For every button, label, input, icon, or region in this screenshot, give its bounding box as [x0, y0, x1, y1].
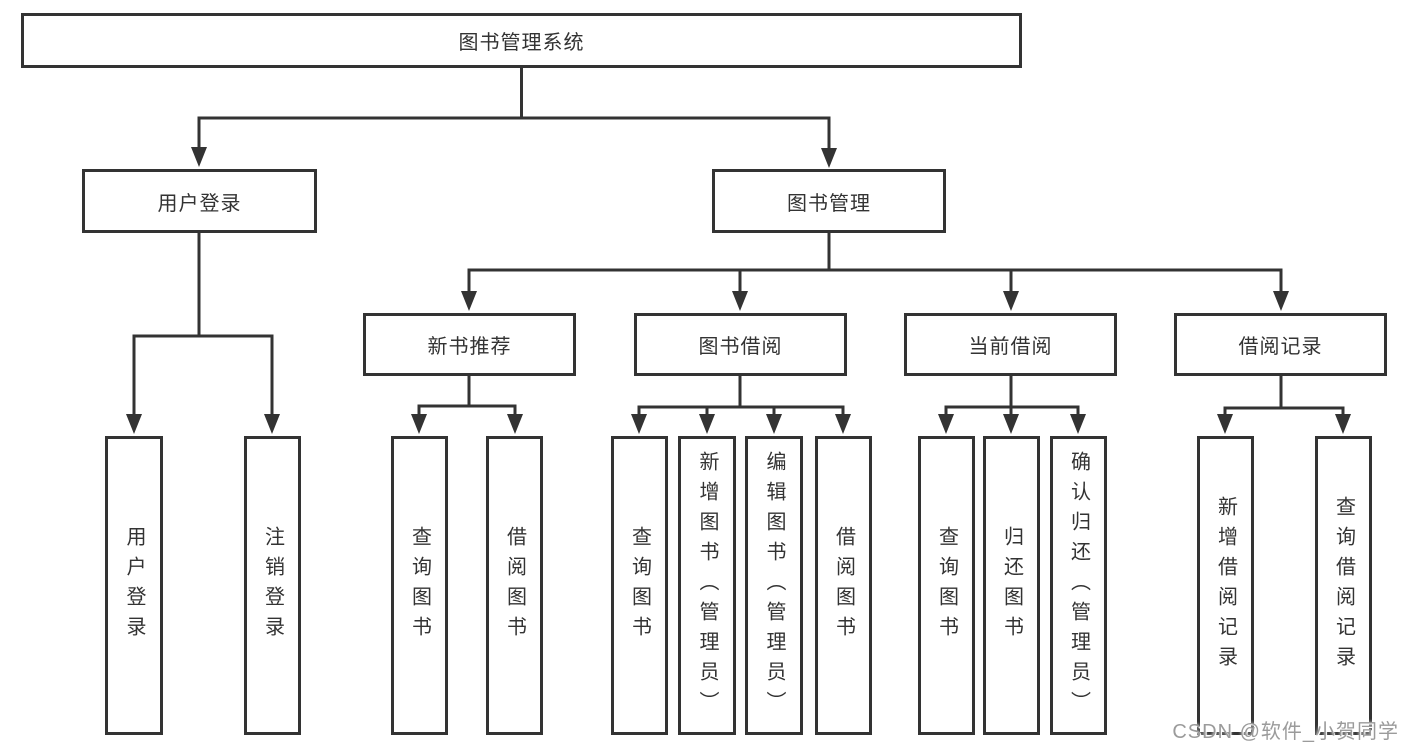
node-current-borrowing: 当前借阅: [904, 313, 1117, 376]
leaf-edit-book-admin-label: 编辑图书（管理员）: [763, 450, 785, 721]
leaf-query-books-current-label: 查询图书: [935, 525, 958, 646]
leaf-add-borrow-record-label: 新增借阅记录: [1214, 495, 1237, 676]
leaf-query-books-borrowing: 查询图书: [611, 436, 668, 735]
leaf-query-books-recommend: 查询图书: [391, 436, 448, 735]
leaf-borrow-books-recommend: 借阅图书: [486, 436, 543, 735]
leaf-confirm-return-admin: 确认归还（管理员）: [1050, 436, 1107, 735]
leaf-borrow-books-recommend-label: 借阅图书: [503, 525, 526, 646]
watermark: CSDN @软件_小贺同学: [1172, 721, 1399, 743]
leaf-borrow-books: 借阅图书: [815, 436, 872, 735]
node-book-borrowing: 图书借阅: [634, 313, 847, 376]
node-user-login: 用户登录: [82, 169, 317, 233]
leaf-edit-book-admin: 编辑图书（管理员）: [745, 436, 803, 735]
leaf-add-book-admin-label: 新增图书（管理员）: [696, 450, 718, 721]
node-book-management: 图书管理: [712, 169, 946, 233]
leaf-query-books-current: 查询图书: [918, 436, 975, 735]
connector-lines: [132, 66, 1345, 417]
leaf-logout-label: 注销登录: [261, 525, 284, 646]
node-new-book-recommendation-label: 新书推荐: [427, 336, 512, 358]
leaf-query-books-borrowing-label: 查询图书: [628, 525, 651, 646]
leaf-return-book-label: 归还图书: [1000, 525, 1023, 646]
leaf-user-login-label: 用户登录: [123, 525, 145, 646]
leaf-query-borrow-record-label: 查询借阅记录: [1332, 495, 1355, 676]
leaf-add-borrow-record: 新增借阅记录: [1197, 436, 1254, 735]
leaf-query-borrow-record: 查询借阅记录: [1315, 436, 1372, 735]
leaf-confirm-return-admin-label: 确认归还（管理员）: [1067, 450, 1090, 721]
node-library-system-label: 图书管理系统: [458, 32, 585, 54]
node-borrowing-records: 借阅记录: [1174, 313, 1387, 376]
node-borrowing-records-label: 借阅记录: [1238, 336, 1323, 358]
leaf-query-books-recommend-label: 查询图书: [408, 525, 431, 646]
node-book-borrowing-label: 图书借阅: [698, 336, 783, 358]
node-new-book-recommendation: 新书推荐: [363, 313, 576, 376]
node-user-login-label: 用户登录: [157, 192, 242, 215]
leaf-logout: 注销登录: [244, 436, 301, 735]
node-book-management-label: 图书管理: [787, 192, 871, 215]
connector-arrowheads: [126, 147, 1351, 434]
leaf-user-login: 用户登录: [105, 436, 163, 735]
leaf-borrow-books-label: 借阅图书: [832, 525, 855, 646]
node-library-system: 图书管理系统: [21, 13, 1022, 68]
leaf-return-book: 归还图书: [983, 436, 1040, 735]
leaf-add-book-admin: 新增图书（管理员）: [678, 436, 736, 735]
node-current-borrowing-label: 当前借阅: [968, 336, 1053, 358]
